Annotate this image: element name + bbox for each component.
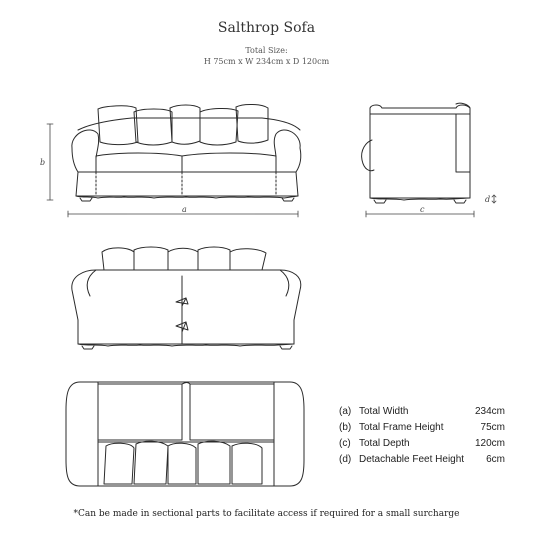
back-view-drawing	[71, 246, 302, 350]
product-title: Salthrop Sofa	[217, 20, 316, 36]
spec-value: 6cm	[486, 454, 505, 465]
dimension-label-a: a	[182, 205, 187, 214]
top-view-drawing	[65, 381, 305, 487]
spec-row: (d) Detachable Feet Height 6cm	[339, 452, 505, 468]
dimension-label-d: d	[485, 195, 490, 204]
front-view-drawing	[71, 104, 302, 202]
spec-name: Detachable Feet Height	[359, 454, 465, 465]
spec-row: (a) Total Width 234cm	[339, 404, 505, 420]
spec-row: (b) Total Frame Height 75cm	[339, 420, 505, 436]
spec-key: (a)	[339, 406, 352, 417]
total-size-value: H 75cm x W 234cm x D 120cm	[203, 57, 330, 66]
dimension-label-b: b	[40, 158, 45, 167]
spec-key: (c)	[339, 438, 351, 449]
spec-name: Total Depth	[359, 438, 410, 449]
spec-value: 234cm	[474, 406, 505, 417]
spec-key: (d)	[339, 454, 352, 465]
side-view-drawing	[361, 102, 471, 204]
spec-name: Total Frame Height	[359, 422, 444, 433]
dimension-lines	[46, 123, 497, 218]
dimension-label-c: c	[420, 205, 425, 214]
spec-name: Total Width	[359, 406, 409, 417]
specifications-table: (a) Total Width 234cm (b) Total Frame He…	[339, 404, 505, 468]
total-size-label: Total Size:	[245, 46, 288, 55]
spec-value: 75cm	[480, 422, 505, 433]
spec-key: (b)	[339, 422, 352, 433]
spec-value: 120cm	[474, 438, 505, 449]
footnote: *Can be made in sectional parts to facil…	[73, 509, 460, 519]
spec-row: (c) Total Depth 120cm	[339, 436, 505, 452]
